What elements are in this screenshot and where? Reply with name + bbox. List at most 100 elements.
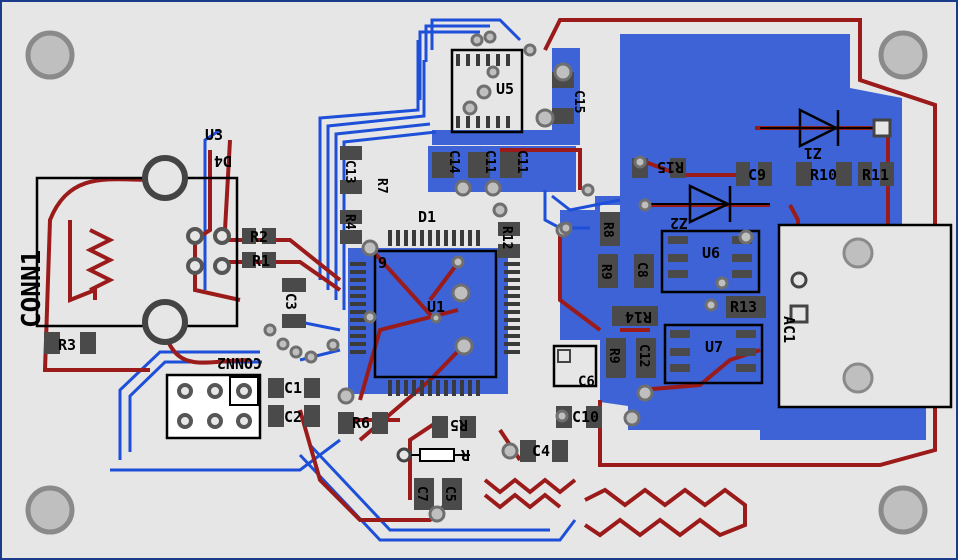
r14-pads bbox=[612, 306, 658, 326]
conn2-label: CONN2 bbox=[217, 354, 262, 372]
r3-pad-a bbox=[44, 332, 60, 354]
c9-label: C9 bbox=[748, 166, 766, 184]
r7-label: R7 bbox=[374, 178, 389, 194]
r12-label: R12 bbox=[499, 226, 514, 249]
vias bbox=[263, 30, 754, 523]
c2-pad-b bbox=[304, 405, 320, 427]
u3-label: U3 bbox=[205, 126, 223, 144]
zigzag-trace-bottom-2 bbox=[583, 487, 747, 538]
ac1-label: AC1 bbox=[780, 316, 798, 343]
u1-pin9-label: 9 bbox=[378, 254, 387, 272]
r3-label: R3 bbox=[58, 336, 76, 354]
z1-label: Z1 bbox=[804, 144, 822, 162]
c8-pads bbox=[634, 254, 654, 288]
r10-pad-b bbox=[836, 162, 852, 186]
conn1-outline bbox=[35, 176, 239, 328]
ac1-hole-top bbox=[842, 237, 874, 269]
u5-pins bbox=[456, 54, 510, 128]
c13-label: C13 bbox=[342, 160, 357, 183]
r5-label: R5 bbox=[450, 416, 468, 434]
r6-pad-b bbox=[372, 412, 388, 434]
conn1-hole-bottom bbox=[142, 299, 188, 345]
u1-label: U1 bbox=[427, 298, 445, 316]
c5-pads bbox=[442, 478, 462, 510]
z2-label: Z2 bbox=[670, 214, 688, 232]
c9-pad-b bbox=[758, 162, 772, 186]
q1-pad bbox=[557, 349, 571, 363]
r10-pad-a bbox=[796, 162, 812, 186]
d4-label: D4 bbox=[214, 152, 232, 170]
r2-pad-b bbox=[262, 228, 276, 244]
r12-pad-b bbox=[498, 244, 520, 258]
c1-pad-b bbox=[304, 378, 320, 398]
c15-label: C15 bbox=[571, 90, 586, 113]
r8-pads bbox=[600, 212, 620, 246]
u7-pins bbox=[670, 330, 756, 372]
u7-label: U7 bbox=[705, 338, 723, 356]
r6-label: R6 bbox=[352, 414, 370, 432]
r6-pad-a bbox=[338, 412, 354, 434]
c2-label: C2 bbox=[284, 408, 302, 426]
c7-pads bbox=[414, 478, 434, 510]
r11-label: R11 bbox=[862, 166, 889, 184]
copper-pour-top bbox=[432, 48, 580, 145]
r16-pads bbox=[606, 338, 626, 378]
r15-label: R15 bbox=[657, 158, 684, 176]
r4-label: R4 bbox=[342, 214, 357, 230]
u5-outline bbox=[450, 48, 524, 134]
c4-pad-b bbox=[552, 440, 568, 462]
ac1-pin2-pad bbox=[790, 271, 808, 289]
c7-top-label: C11 bbox=[514, 150, 529, 174]
zigzag-trace-conn1 bbox=[85, 228, 115, 292]
c3-pad-b bbox=[282, 314, 306, 328]
zigzag-trace-conn1-b bbox=[68, 220, 97, 303]
r13-pads bbox=[726, 296, 766, 318]
c3-label: C3 bbox=[282, 293, 298, 310]
u6-label: U6 bbox=[702, 244, 720, 262]
r10-label: R10 bbox=[810, 166, 837, 184]
c11-label: C11 bbox=[482, 150, 497, 174]
d4-axial-pad bbox=[396, 447, 412, 463]
c15-pad-b bbox=[552, 108, 574, 124]
r5-pad-a bbox=[432, 416, 448, 438]
ac1-hole-bottom bbox=[842, 362, 874, 394]
d4-axial-body bbox=[419, 448, 455, 462]
conn2-pins bbox=[177, 383, 252, 429]
c1-pad-a bbox=[268, 378, 284, 398]
c14-label: C14 bbox=[446, 150, 461, 174]
r2-pad-a bbox=[242, 228, 256, 244]
r12-pad-a bbox=[498, 222, 520, 236]
c14-pads bbox=[432, 152, 454, 178]
conn1-label: CONN1 bbox=[17, 250, 47, 328]
c10-label: C10 bbox=[572, 408, 599, 426]
r16-label: R9 bbox=[606, 348, 621, 364]
d4-axial-label: R bbox=[460, 446, 470, 464]
r11-pad-b bbox=[880, 162, 894, 186]
mounting-holes bbox=[25, 30, 928, 535]
c12-pads bbox=[636, 338, 656, 378]
c4-label: C4 bbox=[532, 442, 550, 460]
c5-label: C5 bbox=[442, 486, 457, 502]
bottom-traces bbox=[110, 18, 621, 542]
r9-label: R9 bbox=[598, 264, 613, 280]
r8-label: R8 bbox=[600, 222, 615, 238]
r3-pad-b bbox=[80, 332, 96, 354]
r2-label: R2 bbox=[250, 228, 268, 246]
c13-pad-b bbox=[340, 180, 362, 194]
c1-label: C1 bbox=[284, 379, 302, 397]
conn2-pin1-box bbox=[229, 376, 259, 406]
conn1-hole-top bbox=[142, 155, 188, 201]
c7-label: C7 bbox=[414, 486, 429, 502]
conn1-pads bbox=[186, 227, 231, 275]
u6-outline bbox=[660, 229, 761, 294]
r13-label: R13 bbox=[730, 298, 757, 316]
r9-pads bbox=[598, 254, 618, 288]
r15-pad-b bbox=[670, 158, 686, 178]
c12-label: C12 bbox=[636, 344, 651, 367]
q1-label: C6 bbox=[578, 374, 595, 390]
c13-pad-a bbox=[340, 146, 362, 160]
z1-pad bbox=[872, 118, 892, 138]
r5-pad-b bbox=[460, 416, 476, 438]
r4-pad-a bbox=[340, 210, 362, 224]
c9-pad-a bbox=[736, 162, 750, 186]
